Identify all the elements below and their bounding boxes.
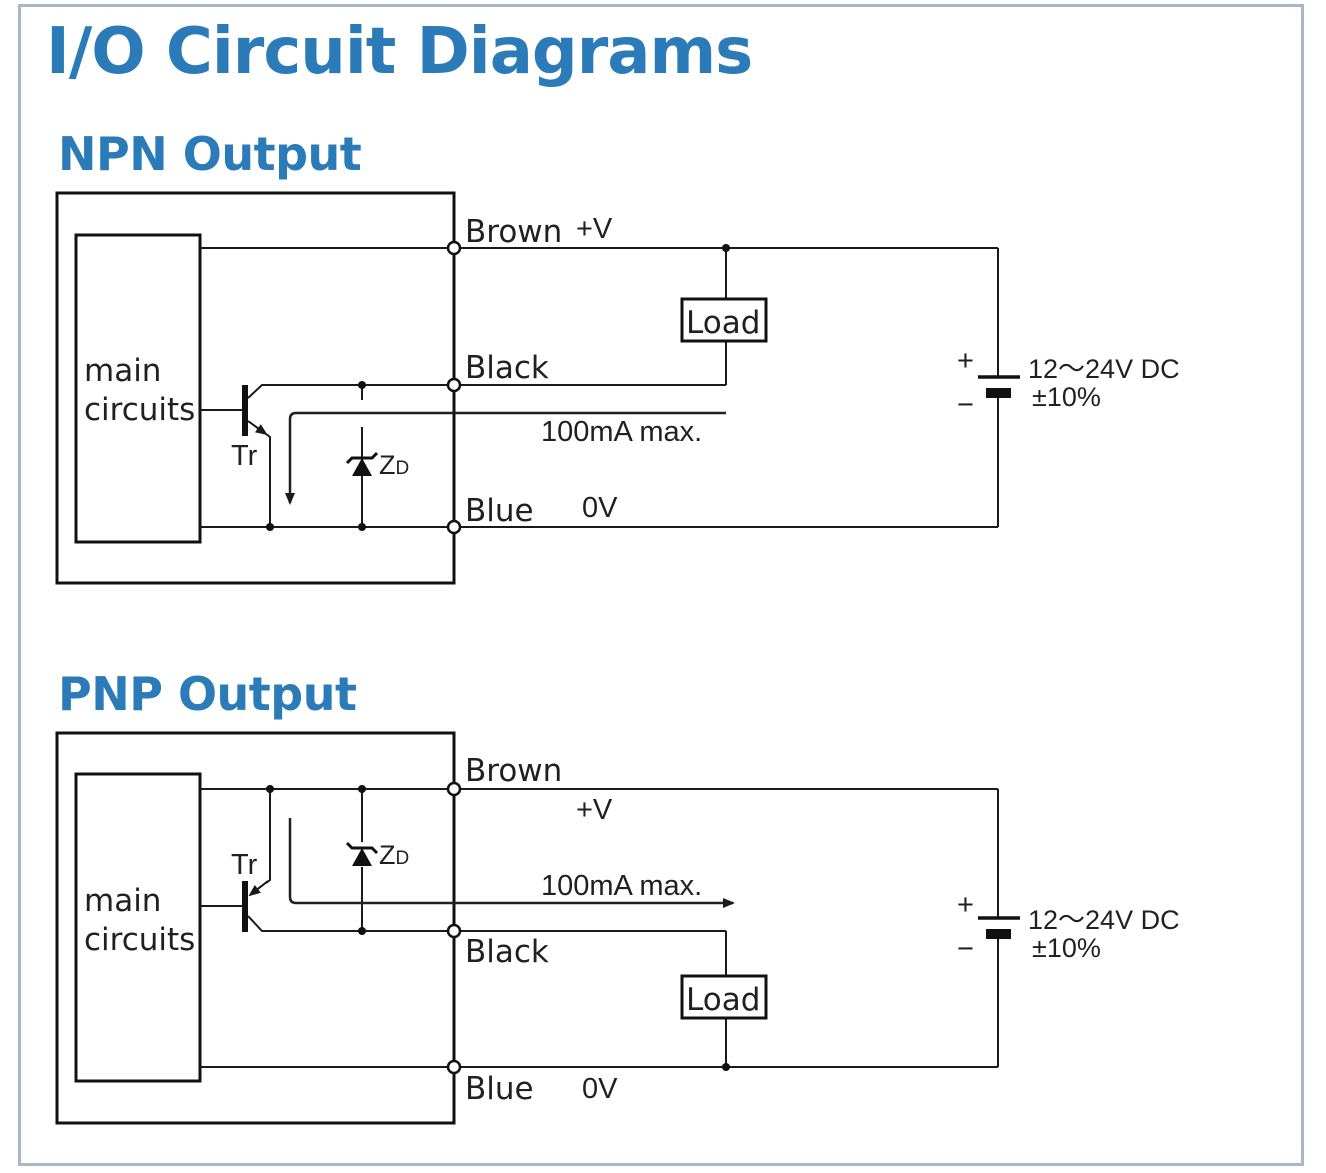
npn-supply-tolerance: ±10% — [1032, 382, 1101, 412]
pnp-diagram: main circuits Load Tr ZD — [55, 731, 1180, 1125]
npn-circuits-label: circuits — [84, 392, 195, 428]
npn-collector-lead — [247, 384, 270, 399]
pnp-supply-minus: − — [957, 933, 974, 965]
pnp-transistor-label: Tr — [231, 849, 258, 881]
npn-main-circuits-block — [74, 233, 202, 544]
npn-supply-voltage: 12～24V DC — [1028, 354, 1180, 384]
npn-section-title: NPN Output — [58, 127, 362, 181]
pnp-zero-v-label: 0V — [582, 1073, 618, 1105]
pnp-battery-icon — [978, 916, 1020, 939]
page-frame — [18, 4, 1304, 1166]
pnp-blue-label: Blue — [465, 1071, 534, 1107]
pnp-terminal-brown — [446, 781, 462, 797]
pnp-supply-plus: + — [957, 889, 974, 921]
npn-battery-icon — [978, 375, 1020, 398]
pnp-main-circuits-block — [74, 772, 202, 1083]
npn-junction-dot — [358, 381, 366, 389]
pnp-junction-dot — [358, 785, 366, 793]
npn-plus-v-label: +V — [576, 213, 613, 245]
npn-emitter-lead — [265, 433, 271, 527]
pnp-zener-label: ZD — [379, 840, 409, 870]
pnp-brown-label: Brown — [465, 753, 562, 789]
npn-current-label: 100mA max. — [541, 416, 702, 448]
pnp-black-label: Black — [465, 934, 549, 970]
pnp-junction-dot — [722, 1063, 730, 1071]
pnp-section-title: PNP Output — [58, 667, 357, 721]
npn-junction-dot — [266, 523, 274, 531]
npn-terminal-black — [446, 377, 462, 393]
npn-terminal-blue — [446, 519, 462, 535]
pnp-terminal-blue — [446, 1059, 462, 1075]
pnp-emitter-arrow-icon — [248, 880, 269, 897]
npn-junction-dot — [722, 244, 730, 252]
npn-transistor-base-bar — [242, 385, 248, 436]
npn-transistor-label: Tr — [231, 440, 258, 472]
pnp-junction-dot — [358, 927, 366, 935]
pnp-circuits-label: circuits — [84, 922, 195, 958]
npn-load-box — [680, 297, 768, 343]
pnp-collector-lead — [247, 915, 270, 932]
npn-emitter-arrow-icon — [247, 420, 268, 436]
npn-supply-minus: − — [957, 389, 974, 421]
pnp-current-label: 100mA max. — [541, 870, 702, 902]
pnp-plus-v-label: +V — [576, 794, 613, 826]
npn-diagram: main circuits Load Tr ZD — [55, 191, 1180, 585]
npn-black-label: Black — [465, 350, 549, 386]
pnp-load-label: Load — [686, 982, 760, 1018]
pnp-emitter-lead — [265, 789, 271, 884]
pnp-terminal-black — [446, 923, 462, 939]
npn-load-label: Load — [686, 305, 760, 341]
pnp-current-flow-arrow-icon — [288, 818, 735, 908]
npn-blue-label: Blue — [465, 493, 534, 529]
pnp-supply-tolerance: ±10% — [1032, 933, 1101, 963]
pnp-junction-dot — [266, 785, 274, 793]
npn-terminal-brown — [446, 240, 462, 256]
npn-zener-label: ZD — [379, 450, 409, 480]
npn-junction-dot — [358, 523, 366, 531]
npn-zener-diode-icon — [345, 451, 379, 476]
pnp-zener-diode-icon — [345, 841, 379, 866]
pnp-load-box — [680, 974, 768, 1020]
npn-zero-v-label: 0V — [582, 492, 618, 524]
page-title: I/O Circuit Diagrams — [46, 15, 753, 89]
npn-current-flow-arrow-icon — [285, 411, 726, 505]
pnp-transistor-base-bar — [242, 881, 248, 932]
npn-main-label: main — [84, 353, 161, 389]
npn-supply-plus: + — [957, 345, 974, 377]
npn-brown-label: Brown — [465, 214, 562, 250]
pnp-supply-voltage: 12～24V DC — [1028, 905, 1180, 935]
pnp-main-label: main — [84, 883, 161, 919]
